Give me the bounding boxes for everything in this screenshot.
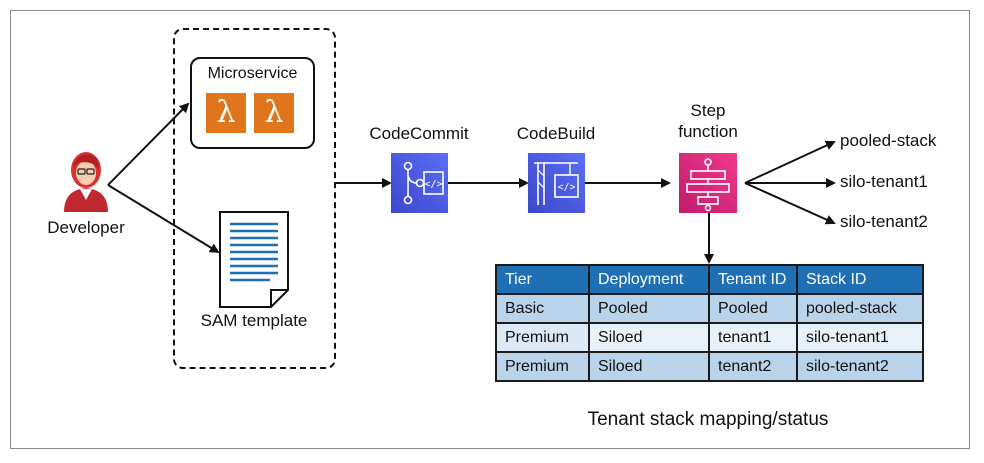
codecommit-icon: </> bbox=[391, 153, 448, 213]
document-icon bbox=[219, 211, 289, 308]
table-cell: Siloed bbox=[588, 351, 710, 382]
table-cell: Premium bbox=[495, 322, 590, 353]
table-header-row: Tier Deployment Tenant ID Stack ID bbox=[495, 264, 924, 295]
target-silo-tenant2: silo-tenant2 bbox=[840, 212, 928, 231]
step-function-label-line1: Step bbox=[690, 101, 726, 120]
table-cell: Pooled bbox=[708, 293, 798, 324]
table-cell: Siloed bbox=[588, 322, 710, 353]
table-cell: silo-tenant1 bbox=[796, 322, 924, 353]
arrow-to-pooled-stack bbox=[744, 140, 836, 184]
table-cell: pooled-stack bbox=[796, 293, 924, 324]
target-silo-tenant1: silo-tenant1 bbox=[840, 172, 928, 191]
codebuild-icon: </> bbox=[528, 153, 585, 213]
table-cell: Pooled bbox=[588, 293, 710, 324]
codecommit-label: CodeCommit bbox=[369, 124, 469, 143]
arrow-to-silo-tenant2 bbox=[744, 182, 836, 225]
step-function-icon bbox=[679, 153, 737, 213]
step-function-label-line2: function bbox=[678, 122, 738, 141]
table-header: Deployment bbox=[588, 264, 710, 295]
table-cell: Basic bbox=[495, 293, 590, 324]
lambda-icon: λ bbox=[254, 93, 294, 133]
sam-template-label: SAM template bbox=[200, 311, 308, 330]
table-cell: Premium bbox=[495, 351, 590, 382]
developer-icon bbox=[64, 152, 108, 212]
source-group-box bbox=[173, 28, 336, 369]
codebuild-label: CodeBuild bbox=[516, 124, 596, 143]
table-row: Premium Siloed tenant1 silo-tenant1 bbox=[495, 322, 924, 353]
table-row: Basic Pooled Pooled pooled-stack bbox=[495, 293, 924, 324]
target-pooled-stack: pooled-stack bbox=[840, 131, 937, 150]
svg-text:</>: </> bbox=[557, 182, 575, 193]
table-cell: tenant1 bbox=[708, 322, 798, 353]
table-header: Stack ID bbox=[796, 264, 924, 295]
table-cell: silo-tenant2 bbox=[796, 351, 924, 382]
table-cell: tenant2 bbox=[708, 351, 798, 382]
table-header: Tenant ID bbox=[708, 264, 798, 295]
developer-label: Developer bbox=[47, 218, 125, 237]
microservice-box: Microservice λ λ bbox=[190, 57, 315, 149]
table-caption: Tenant stack mapping/status bbox=[587, 409, 829, 430]
arrow-developer-to-template bbox=[107, 184, 220, 254]
table-header: Tier bbox=[495, 264, 590, 295]
table-row: Premium Siloed tenant2 silo-tenant2 bbox=[495, 351, 924, 382]
microservice-title: Microservice bbox=[207, 65, 298, 82]
diagram-frame bbox=[10, 10, 970, 449]
lambda-icon: λ bbox=[206, 93, 246, 133]
tenant-mapping-table: Tier Deployment Tenant ID Stack ID Basic… bbox=[495, 264, 924, 382]
svg-text:</>: </> bbox=[424, 179, 442, 190]
